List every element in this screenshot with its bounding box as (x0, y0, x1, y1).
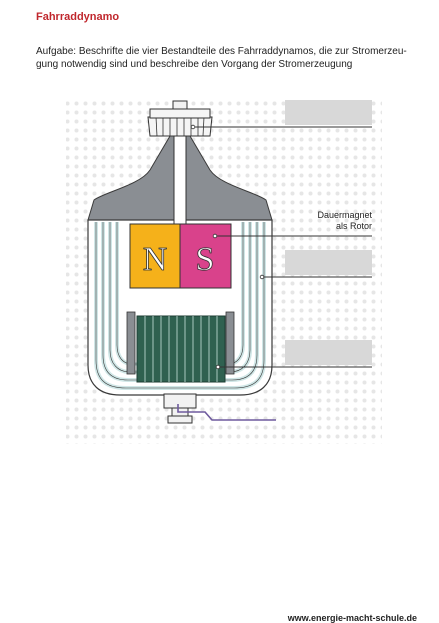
south-pole (179, 223, 232, 289)
drive-wheel (147, 100, 213, 137)
leader-markers (190, 124, 265, 370)
output-wire (177, 404, 276, 421)
magnet-rotor: N S (129, 223, 232, 289)
answer-box-1[interactable] (285, 100, 372, 125)
south-pole-label: S (196, 241, 215, 278)
leader-lines (193, 126, 372, 368)
task-line-2: gung notwendig sind und beschreibe den V… (36, 58, 353, 70)
answer-box-2[interactable] (285, 250, 372, 275)
rotor-label-line-1: Dauermagnet (317, 210, 372, 220)
terminal (163, 393, 197, 424)
rotor-label-line-2: als Rotor (335, 221, 372, 231)
footer-url: www.energie-macht-schule.de (287, 613, 417, 623)
core-left (126, 311, 136, 375)
page-title: Fahrraddynamo (36, 11, 120, 23)
core-right (225, 311, 235, 375)
induction-coil (136, 315, 226, 383)
rotor-label: Dauermagnet als Rotor (284, 210, 372, 232)
north-pole-label: N (143, 241, 168, 278)
north-pole (129, 223, 181, 289)
shaft (173, 135, 187, 225)
task-line-1: Aufgabe: Beschrifte die vier Bestandteil… (36, 46, 407, 57)
answer-box-3[interactable] (285, 340, 372, 365)
task-text: Aufgabe: Beschrifte die vier Bestandteil… (36, 46, 416, 71)
